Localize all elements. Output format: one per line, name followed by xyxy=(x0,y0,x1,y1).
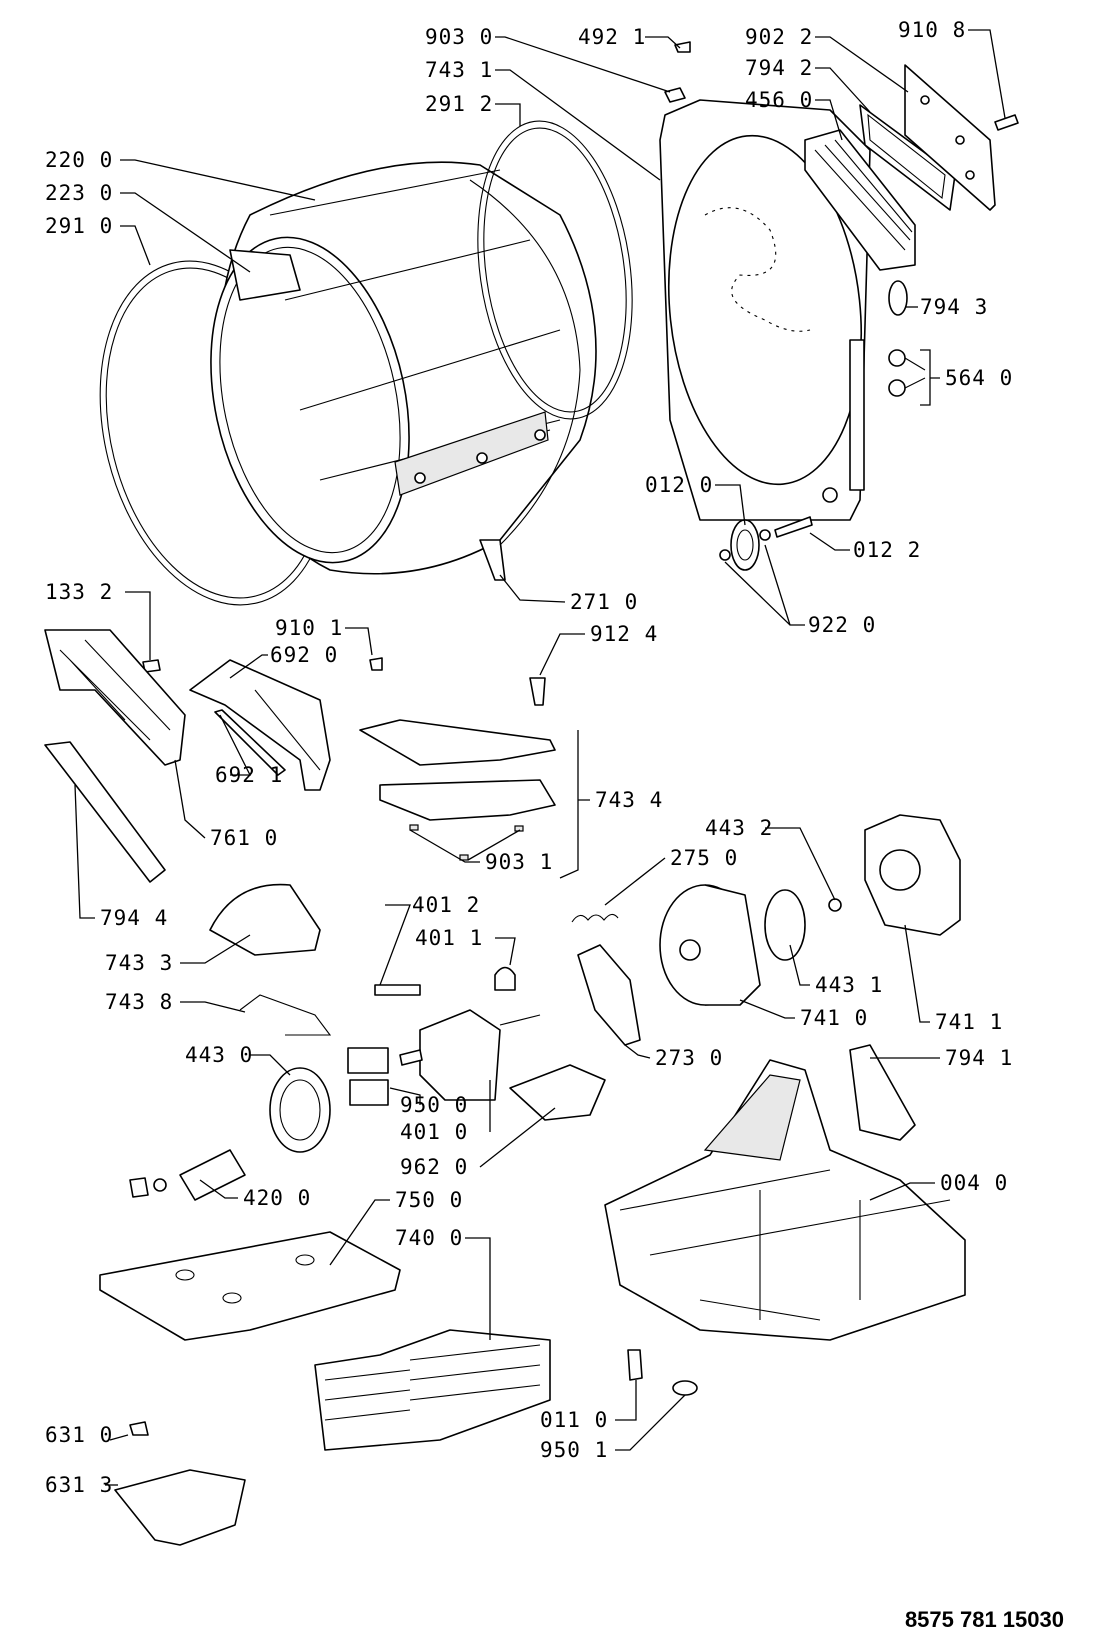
callout-label: 692 0 xyxy=(270,643,338,667)
clip-pair xyxy=(888,349,926,397)
callout-label: 443 1 xyxy=(815,973,883,997)
callout-label: 912 4 xyxy=(590,622,658,646)
fan-wheel-443-1 xyxy=(764,889,806,961)
callout-label: 631 0 xyxy=(45,1423,113,1447)
nut-443-2 xyxy=(828,898,842,912)
base-plate xyxy=(99,1231,401,1341)
motor-cover-743-3 xyxy=(209,883,321,956)
duct-seal xyxy=(849,1044,916,1141)
callout-label: 631 3 xyxy=(45,1473,113,1497)
blower-housing-741-0 xyxy=(659,884,761,1006)
drum xyxy=(210,161,597,581)
belt-spring xyxy=(571,913,619,923)
capacitor xyxy=(129,1149,246,1201)
callout-label: 012 0 xyxy=(645,473,713,497)
callout-label: 401 2 xyxy=(412,893,480,917)
callout-label: 133 2 xyxy=(45,580,113,604)
air-duct-692-0 xyxy=(189,659,331,791)
motor xyxy=(399,1009,541,1101)
callout-label: 794 4 xyxy=(100,906,168,930)
callout-label: 291 2 xyxy=(425,92,493,116)
callout-label: 950 1 xyxy=(540,1438,608,1462)
spring-wire-743-8 xyxy=(239,994,332,1036)
callout-label: 275 0 xyxy=(670,846,738,870)
clip-903-0 xyxy=(664,87,686,103)
screw-910-1 xyxy=(369,657,383,671)
pulley xyxy=(719,516,813,571)
callout-label: 741 0 xyxy=(800,1006,868,1030)
callout-label: 743 3 xyxy=(105,951,173,975)
callout-label: 794 1 xyxy=(945,1046,1013,1070)
clip-492-1 xyxy=(674,41,691,53)
fan-wheel-443-0 xyxy=(269,1067,331,1153)
callout-label: 740 0 xyxy=(395,1226,463,1250)
mounting-plates xyxy=(347,1047,389,1106)
clamp-401-2 xyxy=(374,984,421,996)
filter-cover xyxy=(904,64,996,211)
callout-label: 420 0 xyxy=(243,1186,311,1210)
callout-labels: 903 0 492 1 902 2 910 8 743 1 794 2 291 … xyxy=(45,18,1013,1497)
lint-filter-housing xyxy=(44,629,186,766)
callout-label: 011 0 xyxy=(540,1408,608,1432)
callout-label: 401 0 xyxy=(400,1120,468,1144)
callout-label: 692 1 xyxy=(215,763,283,787)
callout-label: 401 1 xyxy=(415,926,483,950)
callout-label: 750 0 xyxy=(395,1188,463,1212)
callout-label: 291 0 xyxy=(45,214,113,238)
leader-lines xyxy=(74,29,1006,1486)
callout-label: 910 8 xyxy=(898,18,966,42)
callout-label: 922 0 xyxy=(808,613,876,637)
heat-exchanger xyxy=(314,1329,551,1451)
base-frame xyxy=(604,1059,966,1341)
callout-label: 910 1 xyxy=(275,616,343,640)
screw-912-4 xyxy=(529,677,546,706)
screw-910-8 xyxy=(994,114,1019,131)
callout-label: 741 1 xyxy=(935,1010,1003,1034)
blower-housing-741-1 xyxy=(864,814,961,936)
callout-label: 743 1 xyxy=(425,58,493,82)
callout-label: 794 3 xyxy=(920,295,988,319)
callout-label: 456 0 xyxy=(745,88,813,112)
foot-pad xyxy=(672,1380,698,1396)
callout-label: 443 0 xyxy=(185,1043,253,1067)
callout-label: 903 1 xyxy=(485,850,553,874)
callout-label: 492 1 xyxy=(578,25,646,49)
electronic-module xyxy=(114,1469,246,1546)
filter-seal xyxy=(44,741,166,883)
document-number: 8575 781 15030 xyxy=(904,1607,1064,1632)
filter-frame xyxy=(804,129,916,271)
callout-label: 950 0 xyxy=(400,1093,468,1117)
callout-label: 794 2 xyxy=(745,56,813,80)
callout-label: 220 0 xyxy=(45,148,113,172)
callout-label: 443 2 xyxy=(705,816,773,840)
seal-strip-692-1 xyxy=(214,709,286,776)
callout-label: 743 8 xyxy=(105,990,173,1014)
callout-label: 962 0 xyxy=(400,1155,468,1179)
callout-label: 902 2 xyxy=(745,25,813,49)
clamp-401-1 xyxy=(494,966,516,991)
adjustable-foot xyxy=(627,1349,643,1381)
rear-felt-ring xyxy=(477,120,633,420)
callout-label: 004 0 xyxy=(940,1171,1008,1195)
callout-label: 273 0 xyxy=(655,1046,723,1070)
belt-tensioner xyxy=(577,944,641,1046)
clip-631-0 xyxy=(129,1421,149,1436)
callout-label: 223 0 xyxy=(45,181,113,205)
callout-label: 564 0 xyxy=(945,366,1013,390)
bracket-962-0 xyxy=(509,1064,606,1121)
rear-panel xyxy=(659,99,871,521)
callout-label: 903 0 xyxy=(425,25,493,49)
small-seal-ring xyxy=(888,280,908,316)
deflector-plates xyxy=(359,719,556,861)
callout-label: 761 0 xyxy=(210,826,278,850)
callout-label: 271 0 xyxy=(570,590,638,614)
callout-label: 012 2 xyxy=(853,538,921,562)
callout-label: 743 4 xyxy=(595,788,663,812)
